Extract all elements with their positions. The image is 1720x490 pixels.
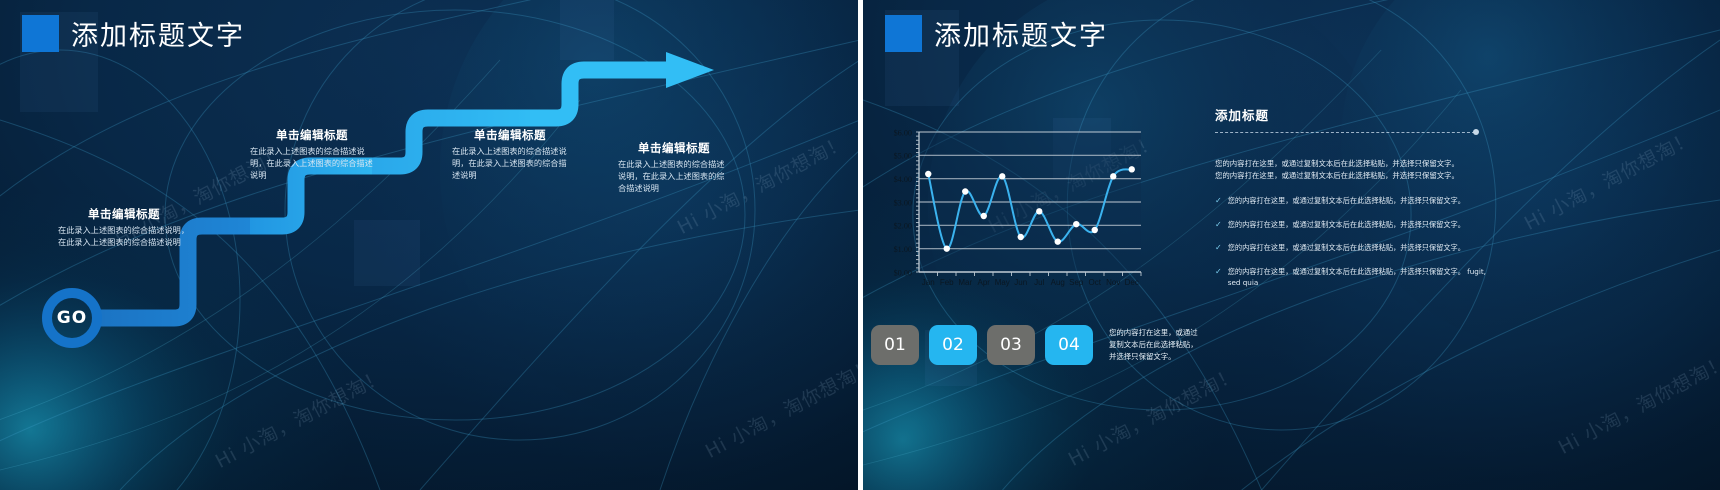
step-heading: 单击编辑标题 <box>474 128 546 142</box>
chart-data-point <box>1054 238 1061 245</box>
chart-y-tick-label: $0.00 <box>894 268 912 277</box>
chart-data-point <box>943 245 950 252</box>
dotted-line <box>1215 132 1475 133</box>
left-title-row: 添加标题文字 <box>22 14 245 53</box>
right-title-row: 添加标题文字 <box>885 14 1108 53</box>
slide-divider <box>858 0 862 490</box>
panel-bullet-list: ✓ 您的内容打在这里，或通过复制文本后在此选择粘贴，并选择只保留文字。 ✓ 您的内容打… <box>1215 195 1545 287</box>
panel-bullet-text: 您的内容打在这里，或通过复制文本后在此选择粘贴，并选择只保留文字。 fugit,… <box>1227 266 1486 287</box>
slide-left: Hi 小淘，淘你想淘！ Hi 小淘，淘你想淘！ Hi 小淘，淘你想淘！ Hi 小… <box>0 0 860 490</box>
check-icon: ✓ <box>1215 219 1222 229</box>
watermark: Hi 小淘，淘你想淘！ <box>1554 350 1720 459</box>
roadmap-step-3[interactable]: 单击编辑标题 在此录入上述图表的综合描述说明，在此录入上述图表的综合描述说明 <box>452 127 568 182</box>
chart-data-point <box>1091 226 1098 234</box>
chart-data-point <box>925 170 932 178</box>
chart-x-tick-label: Nov <box>1106 278 1120 287</box>
panel-bullet-item: ✓ 您的内容打在这里，或通过复制文本后在此选择粘贴，并选择只保留文字。 <box>1215 242 1545 254</box>
number-badge-03[interactable]: 03 <box>987 325 1035 365</box>
chart-y-tick-label: $1.00 <box>894 245 912 254</box>
slide-right: Hi 小淘，淘你想淘！ Hi 小淘，淘你想淘！ Hi 小淘，淘你想淘！ Hi 小… <box>860 0 1720 490</box>
check-icon: ✓ <box>1215 243 1222 253</box>
content-panel: 添加标题 您的内容打在这里，或通过复制文本后在此选择粘贴，并选择只保留文字。您的… <box>1215 105 1545 299</box>
chart-x-tick-label: Oct <box>1089 278 1102 287</box>
number-badges-caption: 您的内容打在这里，或通过复制文本后在此选择粘贴，并选择只保留文字。 <box>1109 328 1198 361</box>
watermark: Hi 小淘，淘你想淘！ <box>1520 126 1698 235</box>
chart-data-point <box>962 188 969 195</box>
step-heading: 单击编辑标题 <box>88 207 160 221</box>
panel-bullet-item: ✓ 您的内容打在这里，或通过复制文本后在此选择粘贴，并选择只保留文字。 <box>1215 219 1545 231</box>
chart-y-tick-label: $4.00 <box>894 175 912 184</box>
go-badge[interactable]: GO <box>42 288 102 348</box>
panel-bullet-text: 您的内容打在这里，或通过复制文本后在此选择粘贴，并选择只保留文字。 <box>1227 219 1465 229</box>
step-body: 在此录入上述图表的综合描述说明，在此录入上述图表的综合描述说明 <box>250 146 373 180</box>
step-body: 在此录入上述图表的综合描述说明，在此录入上述图表的综合描述说明 <box>58 225 190 247</box>
panel-bullet-text: 您的内容打在这里，或通过复制文本后在此选择粘贴，并选择只保留文字。 <box>1227 196 1465 206</box>
chart-x-tick-label: Jun <box>1014 278 1027 287</box>
step-heading: 单击编辑标题 <box>638 141 710 155</box>
chart-data-point <box>1036 208 1043 215</box>
watermark: Hi 小淘，淘你想淘！ <box>1064 362 1242 471</box>
panel-divider <box>1215 129 1545 136</box>
roadmap-step-2[interactable]: 单击编辑标题 在此录入上述图表的综合描述说明，在此录入上述图表的综合描述说明 <box>250 127 374 182</box>
title-accent-chip <box>885 15 922 52</box>
chart-x-tick-label: Mar <box>958 278 972 287</box>
chart-x-tick-label: Sep <box>1069 278 1084 287</box>
title-accent-chip <box>22 15 59 52</box>
panel-bullet-item: ✓ 您的内容打在这里，或通过复制文本后在此选择粘贴，并选择只保留文字。 fugit… <box>1215 266 1545 288</box>
panel-bullet-item: ✓ 您的内容打在这里，或通过复制文本后在此选择粘贴，并选择只保留文字。 <box>1215 195 1545 207</box>
chart-data-point <box>999 173 1006 180</box>
chart-data-point <box>1073 220 1080 228</box>
chart-x-tick-label: Jul <box>1034 278 1044 287</box>
chart-y-tick-label: $2.00 <box>894 222 912 231</box>
chart-x-tick-label: May <box>995 278 1010 287</box>
go-label: GO <box>56 308 88 328</box>
check-icon: ✓ <box>1215 266 1222 276</box>
page-title: 添加标题文字 <box>934 21 1108 52</box>
roadmap-step-1[interactable]: 单击编辑标题 在此录入上述图表的综合描述说明，在此录入上述图表的综合描述说明 <box>58 206 190 249</box>
panel-lead-text: 您的内容打在这里，或通过复制文本后在此选择粘贴，并选择只保留文字。您的内容打在这… <box>1215 159 1459 181</box>
panel-heading: 添加标题 <box>1215 108 1270 123</box>
roadmap-step-4[interactable]: 单击编辑标题 在此录入上述图表的综合描述说明，在此录入上述图表的综合描述说明 <box>618 140 730 195</box>
panel-bullet-text: 您的内容打在这里，或通过复制文本后在此选择粘贴，并选择只保留文字。 <box>1227 243 1465 253</box>
chart-data-point <box>1128 166 1135 173</box>
step-body: 在此录入上述图表的综合描述说明，在此录入上述图表的综合描述说明 <box>618 159 725 193</box>
dot-end-marker <box>1473 129 1479 135</box>
chart-data-point <box>980 212 987 220</box>
number-badge-04[interactable]: 04 <box>1045 325 1093 365</box>
chart-y-tick-label: $6.00 <box>894 128 912 137</box>
chart-data-point <box>1110 173 1117 180</box>
step-heading: 单击编辑标题 <box>276 128 348 142</box>
chart-x-tick-label: Jan <box>922 278 935 287</box>
check-icon: ✓ <box>1215 196 1222 206</box>
chart-x-tick-label: Aug <box>1051 278 1065 287</box>
chart-y-tick-label: $3.00 <box>894 198 912 207</box>
step-body: 在此录入上述图表的综合描述说明，在此录入上述图表的综合描述说明 <box>452 146 567 180</box>
page-title: 添加标题文字 <box>71 21 245 52</box>
number-badge-02[interactable]: 02 <box>929 325 977 365</box>
chart-data-point <box>1017 233 1024 241</box>
chart-x-tick-label: Dec <box>1125 278 1139 287</box>
number-badge-01[interactable]: 01 <box>871 325 919 365</box>
chart-x-tick-label: Apr <box>978 278 991 287</box>
chart-x-tick-label: Feb <box>940 278 954 287</box>
chart-y-tick-label: $5.00 <box>894 152 912 161</box>
